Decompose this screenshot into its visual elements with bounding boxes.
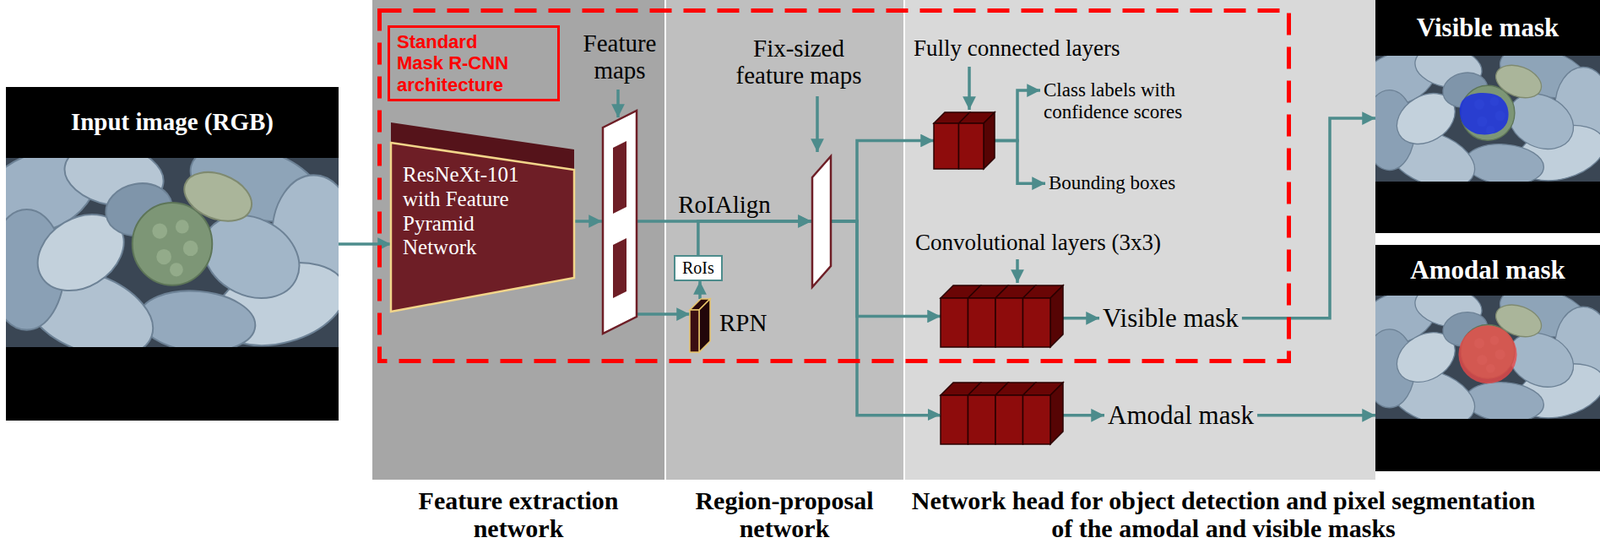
pointer-arrow [967, 66, 971, 110]
node-label: Amodal mask [1107, 400, 1254, 431]
fc-block: Fully connected layers [933, 112, 995, 169]
edge-label: RoIAlign [677, 191, 771, 219]
arrow-head [927, 408, 941, 421]
svg-rect [1023, 395, 1052, 445]
svg-rect [968, 395, 997, 445]
node-label: RPN [719, 309, 767, 337]
node-label: Amodal mask [1375, 244, 1600, 296]
proposal-band [666, 0, 904, 480]
svg-rect [689, 309, 700, 353]
pointer-arrow [616, 89, 620, 118]
pointer-arrow [815, 96, 819, 152]
svg-polygon [812, 156, 831, 288]
output-text: Class labels with confidence scores [1040, 77, 1216, 126]
section-label: Feature extraction network [372, 486, 665, 543]
svg-polygon [612, 238, 627, 299]
node-label: Bounding boxes [1048, 172, 1176, 195]
node-label: Input image (RGB) [5, 86, 339, 158]
rpn-block: RPN [689, 298, 711, 353]
feature-map: Fix-sized feature maps [811, 155, 832, 288]
output-panel: Visible mask [1375, 0, 1600, 234]
svg-rect [968, 298, 997, 348]
head-band [905, 0, 1376, 480]
svg-rect [933, 123, 960, 169]
amodal-photo [1352, 279, 1600, 436]
svg-polygon [983, 112, 995, 169]
connector [831, 141, 934, 223]
backbone-block: ResNeXt-101 with Feature Pyramid Network [390, 122, 575, 312]
node-label: Feature maps [575, 30, 664, 85]
section-label: Network head for object detection and pi… [910, 486, 1537, 543]
node-shape [602, 109, 638, 335]
feature-band [372, 0, 665, 480]
svg-rect [959, 123, 985, 169]
connector [994, 90, 1041, 142]
input-panel: Input image (RGB) [5, 86, 339, 421]
svg-rect [1023, 298, 1052, 348]
output-text: Visible mask [1099, 301, 1243, 336]
node-label: ResNeXt-101 with Feature Pyramid Network [402, 162, 538, 261]
conv-block: Convolutional layers (3x3) [940, 285, 1064, 348]
node-label: Visible mask [1102, 303, 1239, 334]
node-shape [689, 298, 711, 353]
svg-rect [379, 10, 1290, 362]
connector [1063, 316, 1100, 320]
svg-polygon [1050, 382, 1064, 445]
svg-polygon [1050, 285, 1064, 348]
svg-rect [940, 395, 969, 445]
feature-map: Feature maps [602, 109, 638, 335]
connector [698, 221, 812, 255]
connector [338, 242, 391, 246]
connector [698, 281, 702, 299]
svg-rect [995, 298, 1024, 348]
connector [994, 141, 1046, 185]
node-shape [811, 155, 832, 288]
node-shape [940, 285, 1064, 348]
input-photo [0, 132, 356, 373]
output-text: Amodal mask [1104, 398, 1258, 433]
output-panel: Amodal mask [1375, 244, 1600, 472]
svg-rect [940, 298, 969, 348]
node-shape [933, 112, 995, 169]
visible-photo [1352, 38, 1600, 199]
architecture-frame: Standard Mask R-CNN architectureResNeXt-… [377, 8, 1291, 364]
node-label: Visible mask [1375, 0, 1600, 56]
connector [1242, 118, 1376, 319]
pointer-arrow [1015, 259, 1020, 283]
node-label: Convolutional layers (3x3) [915, 229, 1161, 256]
amodal-overlay [1458, 325, 1517, 384]
visible-overlay [1459, 92, 1509, 136]
rois-box: RoIs [673, 254, 723, 282]
svg-polygon [602, 110, 637, 334]
node-label: Standard Mask R-CNN architecture [387, 25, 560, 102]
svg-polygon [390, 142, 575, 312]
node-label: Fully connected layers [913, 35, 1120, 62]
connector [574, 219, 603, 223]
conv-block [940, 382, 1064, 445]
svg-rect [995, 395, 1024, 445]
node-label: RoIs [682, 258, 715, 278]
node-label: Fix-sized feature maps [718, 35, 879, 90]
node-label: Class labels with confidence scores [1043, 79, 1213, 125]
section-label: Region-proposal network [665, 486, 904, 543]
svg-polygon [699, 298, 711, 353]
connector [637, 312, 690, 316]
connector [1257, 413, 1376, 418]
svg-polygon [612, 141, 627, 214]
output-text: Bounding boxes [1045, 170, 1179, 196]
